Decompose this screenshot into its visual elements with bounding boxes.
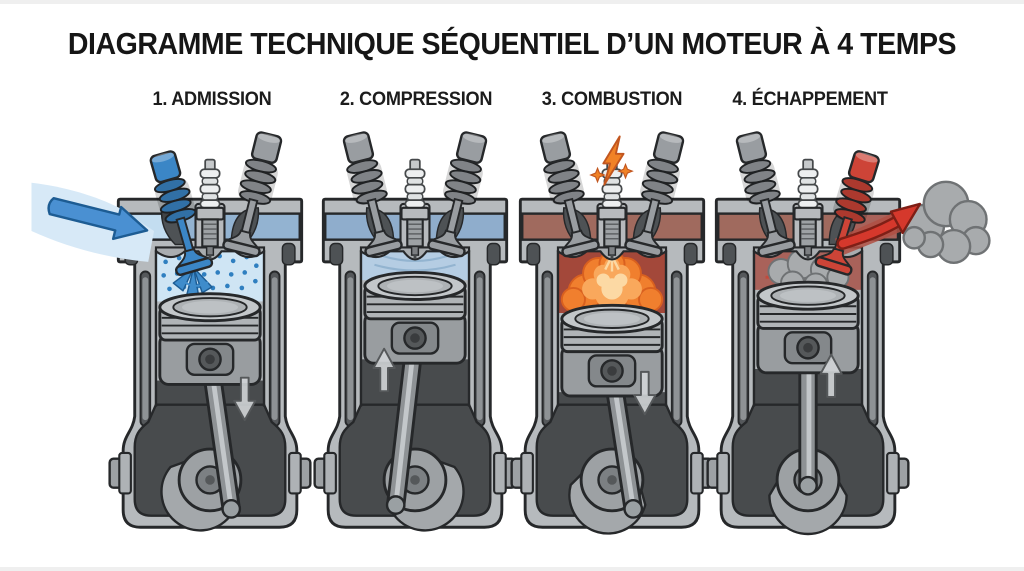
stage-label-combustion: 3. COMBUSTION xyxy=(541,88,683,110)
engine-stage-admission xyxy=(31,128,312,548)
connecting-rod xyxy=(385,328,425,515)
air-intake-arrow xyxy=(47,196,149,241)
piston xyxy=(158,292,262,386)
stage-label-echappement: 4. ÉCHAPPEMENT xyxy=(732,88,888,110)
engine-stage-compression xyxy=(313,128,517,548)
stage-label-compression: 2. COMPRESSION xyxy=(339,88,493,110)
spark-lightning-icon xyxy=(590,135,633,186)
exhaust-smoke-cloud xyxy=(902,180,991,265)
engine-stage-echappement xyxy=(706,128,991,536)
exhaust-arrow xyxy=(836,202,922,250)
engine-diagram xyxy=(31,128,991,548)
top-edge-strip xyxy=(0,0,1024,4)
piston xyxy=(756,280,860,375)
piston xyxy=(363,271,467,365)
stage-label-admission: 1. ADMISSION xyxy=(152,88,272,110)
diagram-title: DIAGRAMME TECHNIQUE SÉQUENTIEL D’UN MOTE… xyxy=(67,26,957,61)
bottom-edge-strip xyxy=(0,567,1024,571)
compression-arcs xyxy=(374,255,456,272)
engine-stage-combustion xyxy=(510,128,714,544)
